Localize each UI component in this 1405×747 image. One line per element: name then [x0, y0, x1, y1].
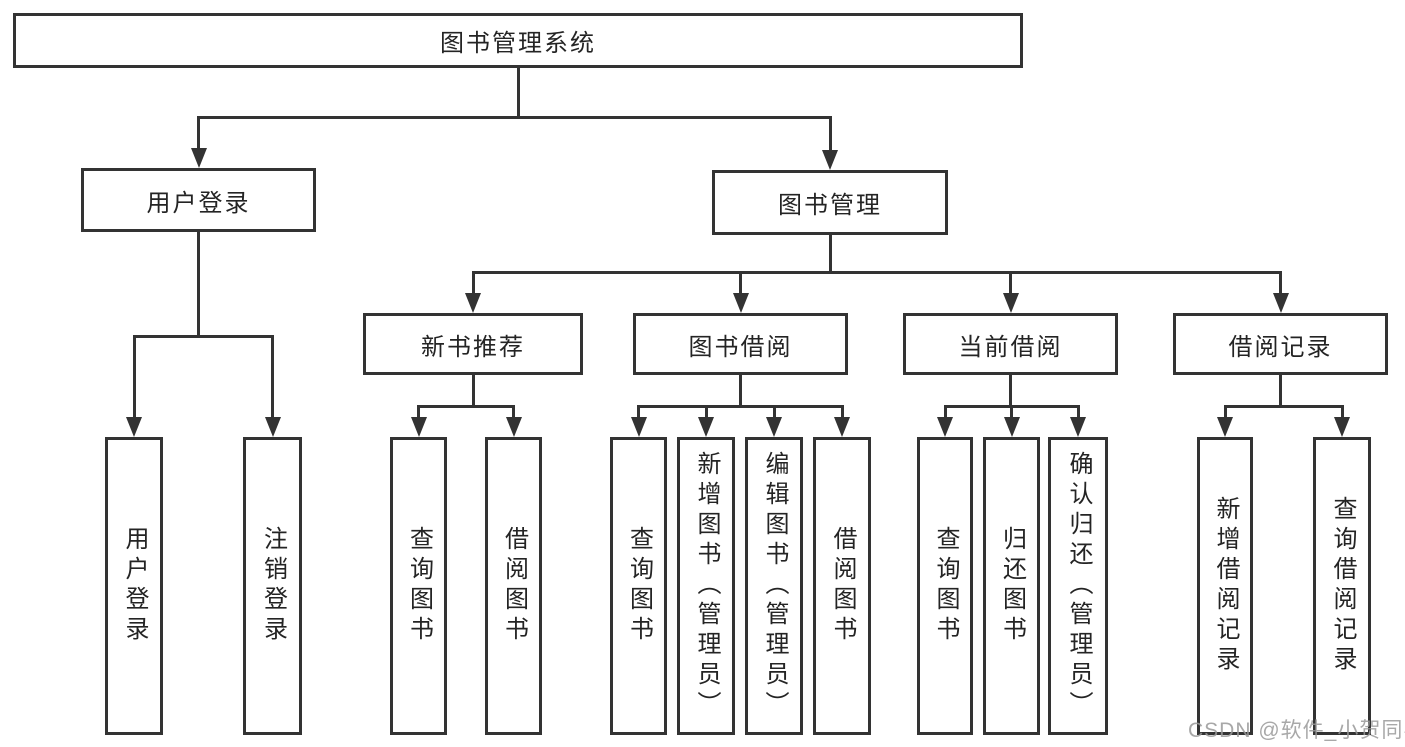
leaf-return-books: 归还图书: [983, 437, 1040, 735]
connector-line: [828, 117, 832, 154]
connector-line: [132, 336, 136, 421]
connector-line: [1076, 406, 1080, 421]
arrow-down-icon: [822, 150, 838, 170]
connector-line: [739, 272, 742, 297]
arrow-down-icon: [937, 417, 953, 437]
leaf-borrow-books-recommend: 借阅图书: [485, 437, 542, 735]
arrow-down-icon: [1334, 417, 1350, 437]
connector-line: [1009, 272, 1012, 297]
connector-line: [637, 404, 844, 408]
connector-line: [739, 375, 742, 408]
node-current-borrowing: 当前借阅: [903, 313, 1118, 375]
leaf-add-borrow-record: 新增借阅记录: [1197, 437, 1253, 735]
arrow-down-icon: [505, 417, 522, 437]
connector-line: [1279, 272, 1282, 297]
connector-line: [417, 404, 515, 408]
leaf-borrow-books-borrowing: 借阅图书: [813, 437, 871, 735]
connector-line: [772, 406, 776, 421]
connector-line: [197, 115, 832, 119]
connector-line: [840, 406, 844, 421]
leaf-confirm-return-admin: 确认归还（管理员）: [1048, 437, 1108, 735]
connector-line: [704, 406, 708, 421]
leaf-add-books-admin: 新增图书（管理员）: [677, 437, 735, 735]
connector-line: [197, 117, 200, 152]
arrow-down-icon: [465, 293, 481, 313]
arrow-down-icon: [1070, 417, 1086, 437]
arrow-down-icon: [1002, 293, 1019, 313]
connector-line: [132, 334, 274, 338]
watermark: CSDN @软件_小贺同学: [1188, 719, 1405, 742]
node-library-management-system: 图书管理系统: [13, 13, 1023, 68]
connector-line: [417, 406, 420, 421]
leaf-query-borrow-record: 查询借阅记录: [1313, 437, 1371, 735]
connector-line: [471, 375, 475, 408]
connector-line: [271, 336, 274, 421]
arrow-down-icon: [126, 417, 142, 437]
connector-line: [471, 270, 1282, 274]
connector-line: [1279, 375, 1282, 408]
arrow-down-icon: [410, 417, 427, 437]
node-book-borrowing: 图书借阅: [633, 313, 848, 375]
connector-line: [1340, 406, 1344, 421]
arrow-down-icon: [1272, 293, 1289, 313]
arrow-down-icon: [630, 417, 647, 437]
node-user-login: 用户登录: [81, 168, 316, 232]
connector-line: [1223, 404, 1344, 408]
arrow-down-icon: [732, 293, 749, 313]
connector-line: [471, 272, 475, 297]
leaf-query-books-recommend: 查询图书: [390, 437, 447, 735]
arrow-down-icon: [1217, 417, 1233, 437]
connector-line: [516, 68, 520, 119]
leaf-user-login: 用户登录: [105, 437, 163, 735]
leaf-logout-login: 注销登录: [243, 437, 302, 735]
connector-line: [637, 406, 640, 421]
connector-line: [1010, 406, 1013, 421]
connector-line: [1223, 406, 1227, 421]
leaf-edit-books-admin: 编辑图书（管理员）: [745, 437, 803, 735]
node-new-book-recommendation: 新书推荐: [363, 313, 583, 375]
leaf-query-books-current: 查询图书: [917, 437, 973, 735]
arrow-down-icon: [766, 417, 782, 437]
arrow-down-icon: [190, 148, 207, 168]
node-book-management: 图书管理: [712, 170, 948, 235]
connector-line: [197, 232, 200, 338]
arrow-down-icon: [698, 417, 714, 437]
arrow-down-icon: [834, 417, 850, 437]
arrow-down-icon: [264, 417, 281, 437]
connector-line: [828, 235, 832, 274]
leaf-query-books-borrowing: 查询图书: [610, 437, 667, 735]
connector-line: [943, 406, 947, 421]
connector-line: [512, 406, 515, 421]
connector-line: [1009, 375, 1012, 408]
node-borrowing-records: 借阅记录: [1173, 313, 1388, 375]
arrow-down-icon: [1003, 417, 1020, 437]
